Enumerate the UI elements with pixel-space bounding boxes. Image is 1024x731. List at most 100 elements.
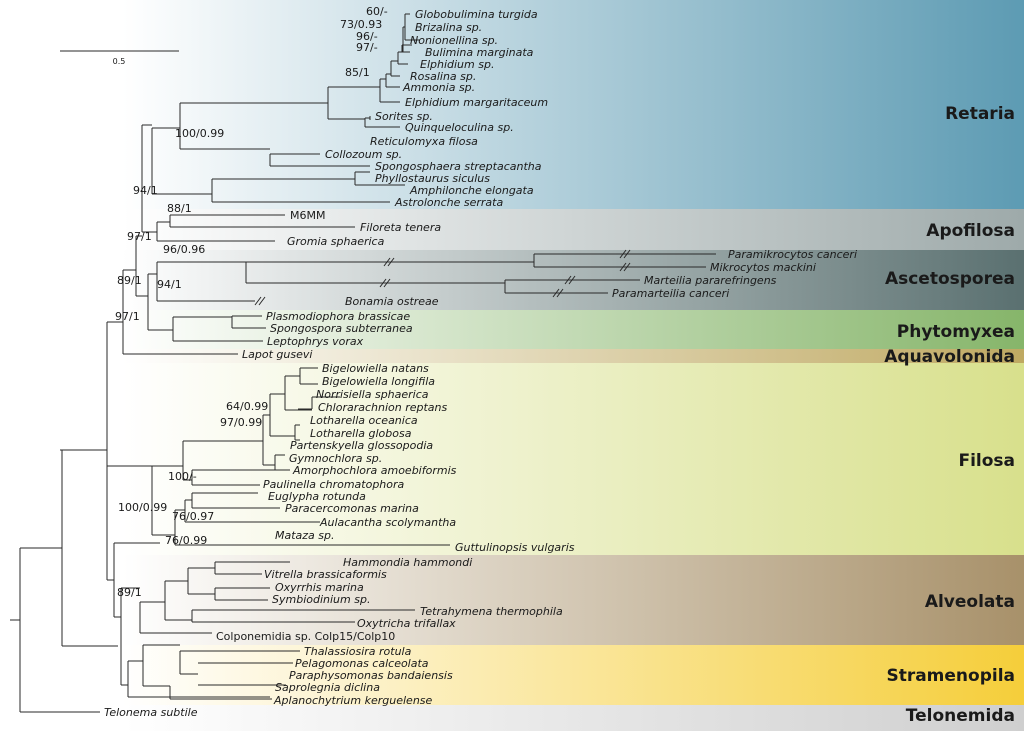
band-apofilosa xyxy=(0,209,1024,250)
taxon-label: Paramarteilia canceri xyxy=(612,287,729,300)
taxon-label: Quinqueloculina sp. xyxy=(405,121,514,134)
taxon-label: Thalassiosira rotula xyxy=(304,645,412,658)
taxon-label: Telonema subtile xyxy=(104,706,198,719)
support-value: 85/1 xyxy=(345,66,370,79)
taxon-label: Plasmodiophora brassicae xyxy=(266,310,410,323)
clade-label-telonemida: Telonemida xyxy=(906,706,1015,726)
taxon-label: Chlorarachnion reptans xyxy=(318,401,448,414)
taxon-label: Lapot gusevi xyxy=(242,348,312,361)
support-value: 88/1 xyxy=(167,202,192,215)
taxon-label: Aplanochytrium kerguelense xyxy=(273,694,433,707)
taxon-label: Lotharella globosa xyxy=(310,427,412,440)
support-value: 76/0.99 xyxy=(165,534,207,547)
support-value: 97/- xyxy=(356,41,378,54)
break-mark xyxy=(568,275,576,285)
taxon-label: Phyllostaurus siculus xyxy=(375,172,490,185)
break-mark xyxy=(379,278,387,288)
taxon-label: Astrolonche serrata xyxy=(394,196,503,209)
taxon-label: Partenskyella glossopodia xyxy=(290,439,433,452)
break-mark xyxy=(258,296,266,306)
taxon-label: Ammonia sp. xyxy=(402,81,475,94)
taxon-label: Vitrella brassicaformis xyxy=(264,568,387,581)
taxon-label: Guttulinopsis vulgaris xyxy=(455,541,575,554)
taxon-label: Oxytricha trifallax xyxy=(357,617,456,630)
taxon-label: Leptophrys vorax xyxy=(267,335,364,348)
break-mark xyxy=(623,262,631,272)
taxon-label: Lotharella oceanica xyxy=(310,414,418,427)
support-value: 60/- xyxy=(366,5,388,18)
support-value: 76/0.97 xyxy=(172,510,214,523)
clade-label-alveolata: Alveolata xyxy=(925,592,1015,612)
break-mark xyxy=(623,249,631,259)
break-mark xyxy=(254,296,262,306)
support-value: 64/0.99 xyxy=(226,400,268,413)
clade-label-phytomyxea: Phytomyxea xyxy=(897,322,1015,342)
taxon-label: Spongosphaera streptacantha xyxy=(375,160,542,173)
taxon-label: Pelagomonas calceolata xyxy=(295,657,429,670)
band-aquavolonida xyxy=(0,349,1024,363)
support-value: 89/1 xyxy=(117,274,142,287)
taxon-label: Paramikrocytos canceri xyxy=(728,248,857,261)
taxon-label: Marteilia pararefringens xyxy=(644,274,777,287)
taxon-label: Collozoum sp. xyxy=(325,148,402,161)
support-values: 60/- 73/0.93 96/- 97/- 85/1 100/0.99 94/… xyxy=(115,5,388,599)
band-retaria xyxy=(0,0,1024,209)
break-mark xyxy=(387,257,395,267)
taxon-label: Elphidium margaritaceum xyxy=(405,96,548,109)
support-value: 89/1 xyxy=(117,586,142,599)
tree-branch xyxy=(10,13,716,713)
break-mark xyxy=(383,278,391,288)
support-value: 94/1 xyxy=(133,184,158,197)
taxon-label: Amphilonche elongata xyxy=(409,184,534,197)
band-telonemida xyxy=(0,705,1024,731)
clade-label-apofilosa: Apofilosa xyxy=(926,221,1015,241)
taxon-label: Bonamia ostreae xyxy=(345,295,439,308)
break-mark xyxy=(556,288,564,298)
taxon-label: M6MM xyxy=(290,209,325,222)
taxon-label: Oxyrrhis marina xyxy=(275,581,364,594)
support-value: 100/0.99 xyxy=(175,127,224,140)
taxon-label: Reticulomyxa filosa xyxy=(370,135,478,148)
taxon-label: Elphidium sp. xyxy=(420,58,494,71)
break-mark xyxy=(552,288,560,298)
taxon-label: Amorphochlora amoebiformis xyxy=(292,464,457,477)
taxon-label: Symbiodinium sp. xyxy=(272,593,370,606)
clade-label-aquavolonida: Aquavolonida xyxy=(884,347,1015,367)
clade-labels: Retaria Apofilosa Ascetosporea Phytomyxe… xyxy=(884,104,1015,726)
taxon-label: Paraphysomonas bandaiensis xyxy=(289,669,453,682)
clade-label-stramenopila: Stramenopila xyxy=(886,666,1015,686)
taxon-label: Bigelowiella longifila xyxy=(322,375,435,388)
break-mark xyxy=(383,257,391,267)
scale-bar: 0.5 xyxy=(60,50,179,66)
taxon-label: Filoreta tenera xyxy=(360,221,441,234)
clade-label-ascetosporea: Ascetosporea xyxy=(885,269,1015,289)
break-mark xyxy=(619,249,627,259)
taxon-label: Sorites sp. xyxy=(375,110,433,123)
taxon-label: Rosalina sp. xyxy=(410,70,476,83)
taxon-labels: Globobulimina turgida Brizalina sp. Noni… xyxy=(104,8,857,719)
taxon-label: Paulinella chromatophora xyxy=(263,478,405,491)
branch-break-marks xyxy=(254,249,631,306)
support-value: 73/0.93 xyxy=(340,18,382,31)
taxon-label: Paracercomonas marina xyxy=(285,502,419,515)
taxon-label: Brizalina sp. xyxy=(415,21,482,34)
support-value: 96/0.96 xyxy=(163,243,205,256)
taxon-label: Mikrocytos mackini xyxy=(710,261,816,274)
taxon-label: Globobulimina turgida xyxy=(415,8,538,21)
taxon-label: Hammondia hammondi xyxy=(343,556,472,569)
taxon-label: Spongospora subterranea xyxy=(270,322,413,335)
taxon-label: Bigelowiella natans xyxy=(322,362,429,375)
scale-bar-label: 0.5 xyxy=(113,57,126,66)
taxon-label: Colponemidia sp. Colp15/Colp10 xyxy=(216,630,395,643)
clade-label-filosa: Filosa xyxy=(958,451,1015,471)
support-value: 97/1 xyxy=(127,230,152,243)
taxon-label: Norrisiella sphaerica xyxy=(316,388,429,401)
band-stramenopila xyxy=(0,645,1024,705)
taxon-label: Saprolegnia diclina xyxy=(275,681,380,694)
support-value: 97/1 xyxy=(115,310,140,323)
support-value: 94/1 xyxy=(157,278,182,291)
taxon-label: Bulimina marginata xyxy=(425,46,534,59)
break-mark xyxy=(564,275,572,285)
